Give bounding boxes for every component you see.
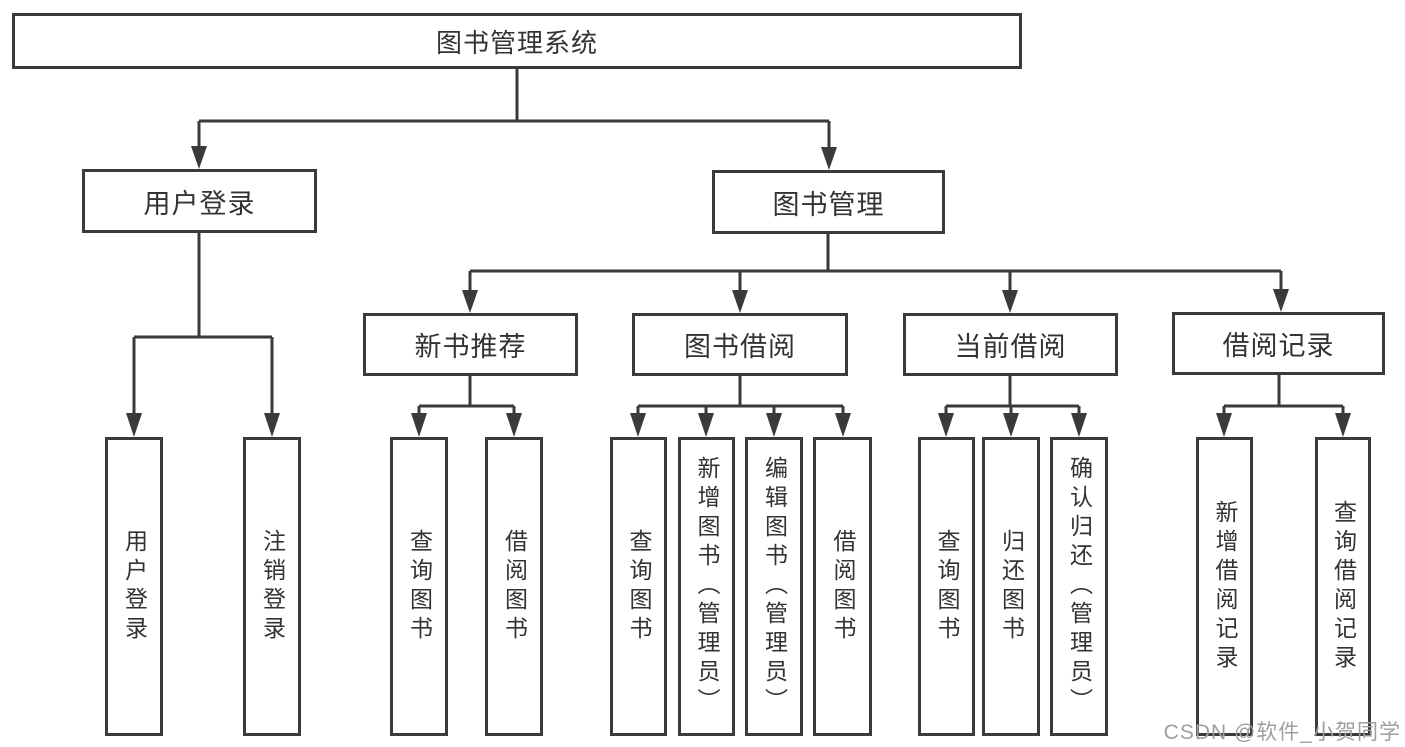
node-label: 编辑图书（管理员）	[761, 456, 788, 717]
leaf-confirm-return-admin: 确认归还（管理员）	[1050, 437, 1108, 736]
node-label: 借阅图书	[501, 528, 528, 645]
arrowhead	[1273, 289, 1289, 312]
leaf-edit-book-admin: 编辑图书（管理员）	[745, 437, 803, 736]
node-label: 查询图书	[626, 528, 652, 645]
arrowhead	[938, 413, 954, 437]
arrowhead	[1335, 413, 1351, 437]
arrowheads	[126, 146, 1351, 437]
node-user-login: 用户登录	[82, 169, 317, 233]
watermark: CSDN @软件_小贺同学	[1163, 721, 1401, 744]
arrowhead	[264, 413, 280, 437]
leaf-borrow-query-book: 查询图书	[610, 437, 667, 736]
node-root-system: 图书管理系统	[12, 13, 1022, 69]
arrowhead	[732, 290, 748, 313]
leaf-logout: 注销登录	[243, 437, 301, 736]
node-book-management: 图书管理	[712, 170, 945, 234]
node-borrow-record: 借阅记录	[1172, 312, 1385, 375]
node-label: 用户登录	[143, 188, 256, 219]
arrowhead	[1002, 290, 1018, 313]
node-label: 图书借阅	[684, 332, 796, 362]
node-current-borrow: 当前借阅	[903, 313, 1118, 376]
arrowhead	[835, 413, 851, 437]
leaf-recommend-borrow-book: 借阅图书	[485, 437, 543, 736]
arrowhead	[462, 290, 478, 313]
arrowhead	[698, 413, 714, 437]
node-label: 确认归还（管理员）	[1066, 456, 1093, 717]
arrowhead	[411, 413, 427, 437]
node-label: 新增借阅记录	[1212, 499, 1238, 674]
connector-path	[132, 69, 1345, 416]
node-new-book-recommend: 新书推荐	[363, 313, 578, 376]
arrowhead	[1003, 413, 1019, 437]
arrowhead	[1216, 413, 1232, 437]
leaf-query-borrow-record: 查询借阅记录	[1315, 437, 1371, 736]
node-label: 查询图书	[934, 528, 960, 645]
node-label: 注销登录	[259, 528, 286, 645]
node-label: 借阅图书	[830, 528, 856, 645]
leaf-add-borrow-record: 新增借阅记录	[1196, 437, 1253, 736]
arrowhead	[126, 413, 142, 437]
leaf-borrow-book: 借阅图书	[813, 437, 872, 736]
node-label: 归还图书	[998, 528, 1025, 645]
leaf-add-book-admin: 新增图书（管理员）	[678, 437, 735, 736]
node-label: 查询借阅记录	[1330, 499, 1357, 674]
node-label: 当前借阅	[954, 332, 1067, 362]
node-label: 图书管理	[772, 189, 885, 220]
leaf-recommend-query-book: 查询图书	[390, 437, 448, 736]
node-label: 查询图书	[406, 528, 433, 645]
node-label: 新增图书（管理员）	[694, 456, 720, 717]
arrowhead	[821, 147, 837, 170]
arrowhead	[630, 413, 646, 437]
leaf-user-login: 用户登录	[105, 437, 163, 736]
leaf-return-book: 归还图书	[982, 437, 1040, 736]
node-label: 用户登录	[121, 528, 148, 645]
node-label: 借阅记录	[1222, 331, 1335, 361]
node-label: 新书推荐	[414, 332, 527, 362]
arrowhead	[506, 413, 522, 437]
leaf-current-query-book: 查询图书	[918, 437, 975, 736]
node-label: 图书管理系统	[435, 27, 598, 58]
node-book-borrow: 图书借阅	[632, 313, 848, 376]
arrowhead	[191, 146, 207, 169]
arrowhead	[1071, 413, 1087, 437]
arrowhead	[766, 413, 782, 437]
